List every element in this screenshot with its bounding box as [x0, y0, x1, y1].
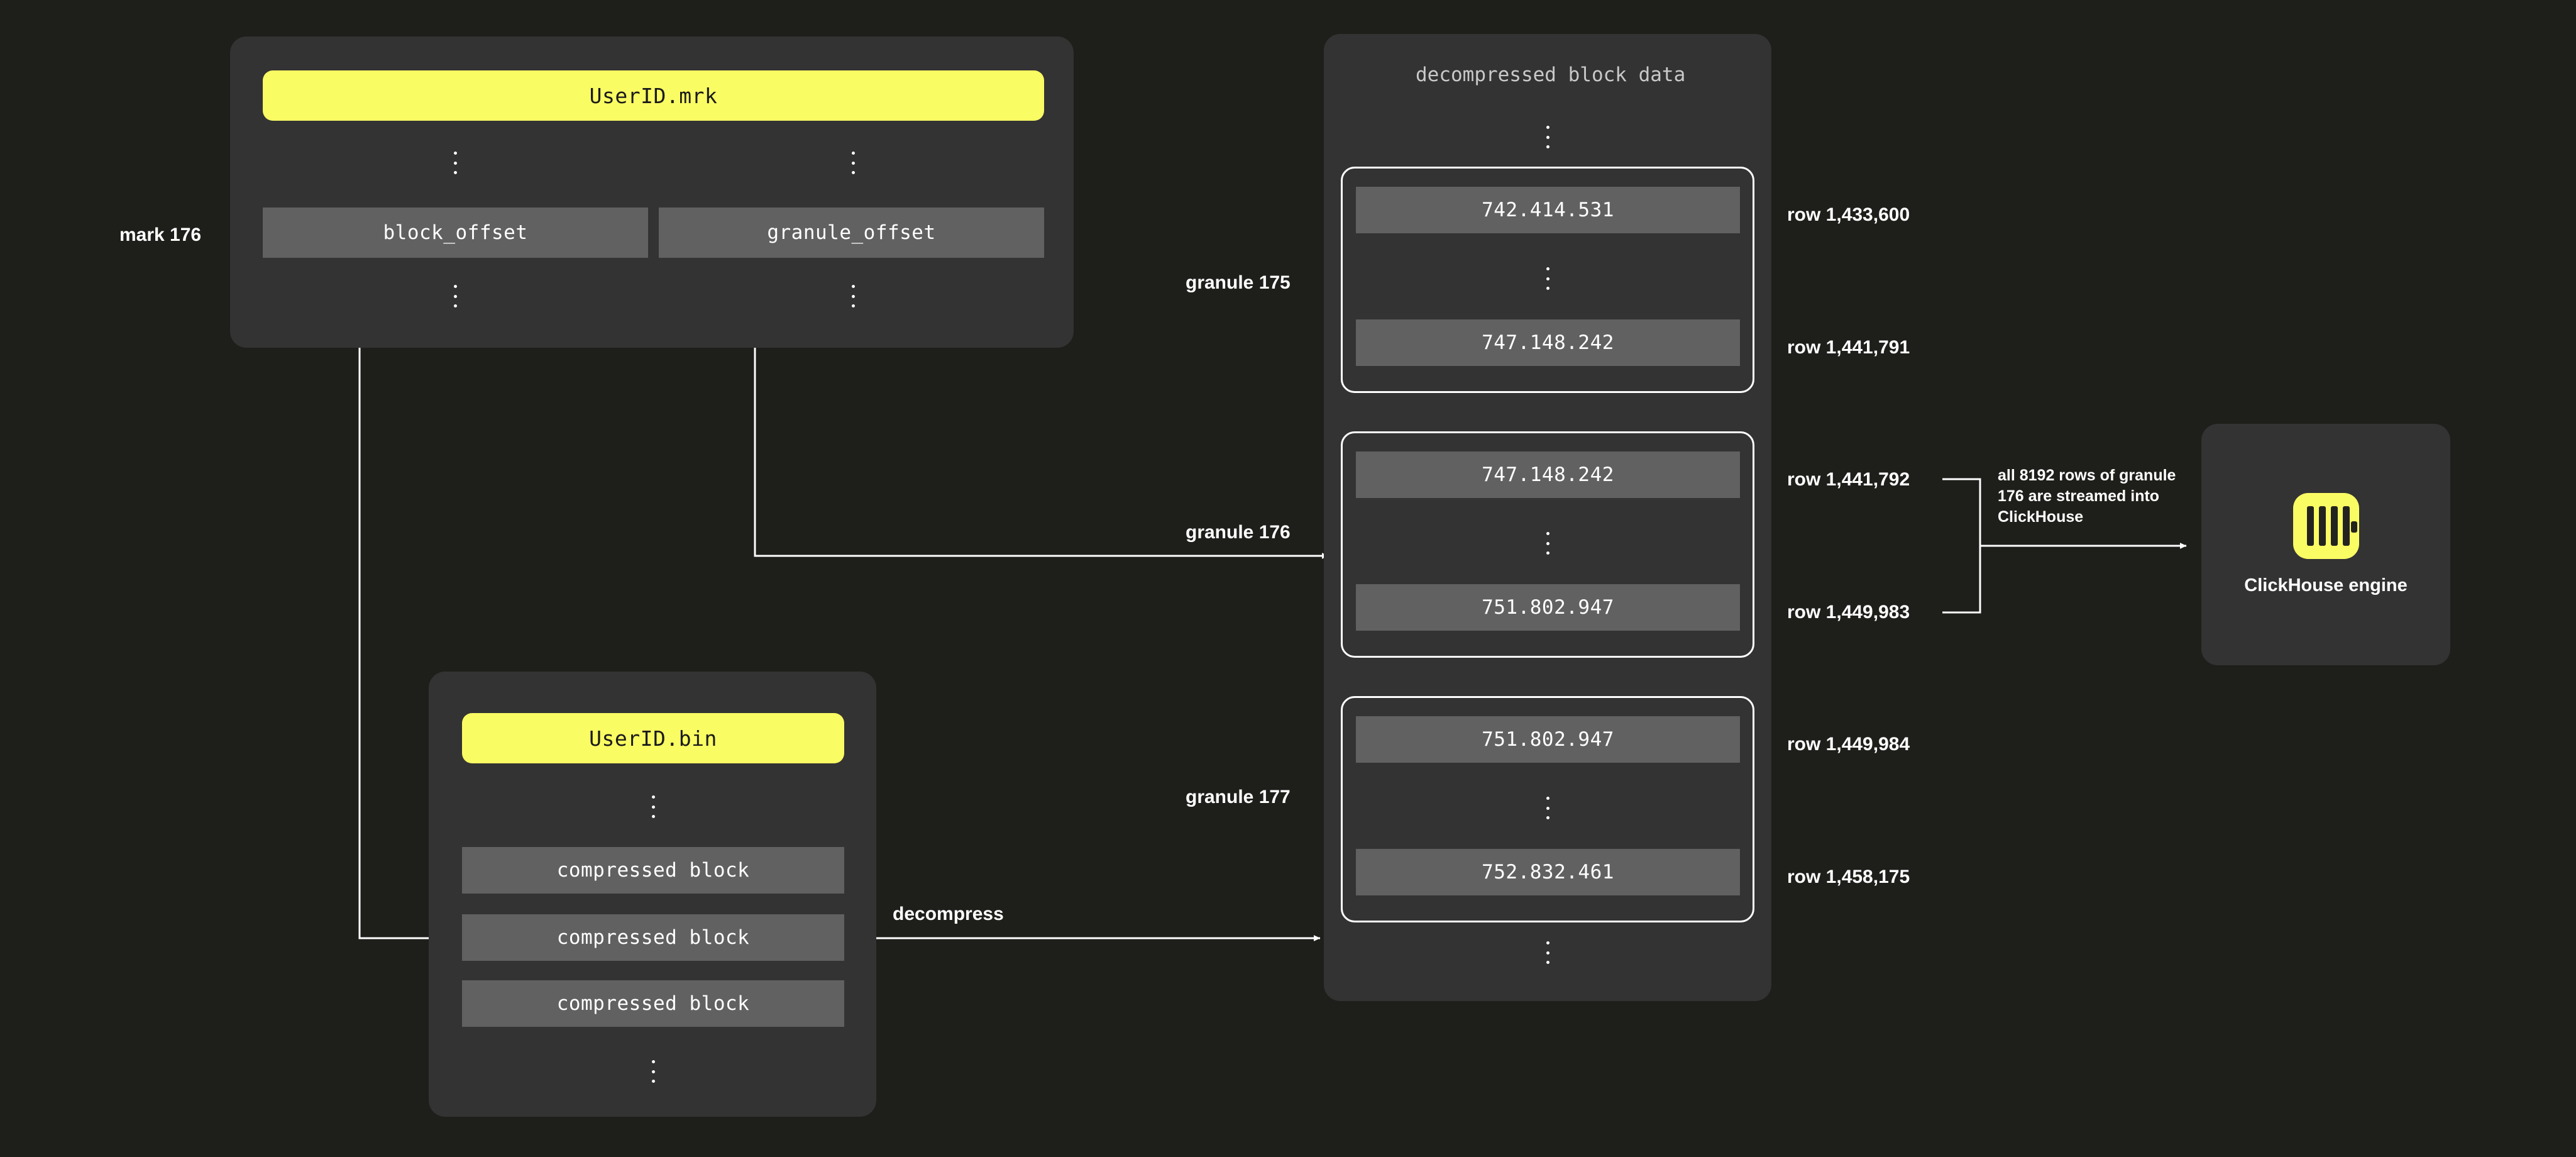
compressed-block-1[interactable]: compressed block	[462, 847, 844, 894]
chip-block-offset[interactable]: block_offset	[263, 208, 648, 258]
granule-176-last-value: 751.802.947	[1356, 584, 1740, 631]
mark-ellipsis-bottom-left	[453, 285, 457, 307]
compressed-block-3[interactable]: compressed block	[462, 980, 844, 1027]
mark-ellipsis-top-right	[851, 152, 855, 174]
granule-175-first-row: row 1,433,600	[1787, 204, 1910, 225]
userid-mrk-tag[interactable]: UserID.mrk	[263, 70, 1044, 121]
granule-175-last-value: 747.148.242	[1356, 319, 1740, 366]
granule-177-last-value: 752.832.461	[1356, 849, 1740, 895]
decompressed-ellipsis-top	[1546, 126, 1549, 148]
granule-176-box	[1341, 431, 1754, 658]
granule-176-label: granule 176	[1186, 522, 1291, 543]
mark-label: mark 176	[119, 224, 202, 245]
granule-175-first-value: 742.414.531	[1356, 187, 1740, 233]
mark-ellipsis-top-left	[453, 152, 457, 174]
clickhouse-logo-icon	[2293, 493, 2359, 559]
granule-175-label: granule 175	[1186, 272, 1291, 293]
granule-177-first-value: 751.802.947	[1356, 716, 1740, 763]
decompressed-block-title: decompressed block data	[1416, 64, 1686, 86]
granule-177-label: granule 177	[1186, 787, 1291, 807]
granule-176-first-row: row 1,441,792	[1787, 469, 1910, 490]
userid-bin-tag[interactable]: UserID.bin	[462, 713, 844, 763]
wire-row-brace	[1942, 478, 1981, 614]
granule-175-box	[1341, 167, 1754, 393]
chip-granule-offset[interactable]: granule_offset	[659, 208, 1044, 258]
granule-175-last-row: row 1,441,791	[1787, 337, 1910, 358]
mark-ellipsis-bottom-right	[851, 285, 855, 307]
streamed-note: all 8192 rows of granule 176 are streame…	[1998, 467, 2176, 526]
bin-ellipsis-top	[651, 795, 655, 818]
granule-176-last-row: row 1,449,983	[1787, 602, 1910, 623]
granule-177-last-row: row 1,458,175	[1787, 866, 1910, 887]
clickhouse-engine-card[interactable]: ClickHouse engine	[2201, 424, 2450, 665]
clickhouse-engine-label: ClickHouse engine	[2244, 575, 2408, 595]
granule-177-ellipsis	[1546, 797, 1549, 819]
decompress-label: decompress	[893, 904, 1004, 924]
granule-175-ellipsis	[1546, 267, 1549, 290]
compressed-block-2[interactable]: compressed block	[462, 914, 844, 961]
granule-176-first-value: 747.148.242	[1356, 451, 1740, 498]
bin-ellipsis-bottom	[651, 1060, 655, 1083]
granule-177-first-row: row 1,449,984	[1787, 734, 1910, 755]
decompressed-ellipsis-bottom	[1546, 941, 1549, 964]
granule-177-box	[1341, 696, 1754, 922]
granule-176-ellipsis	[1546, 532, 1549, 555]
